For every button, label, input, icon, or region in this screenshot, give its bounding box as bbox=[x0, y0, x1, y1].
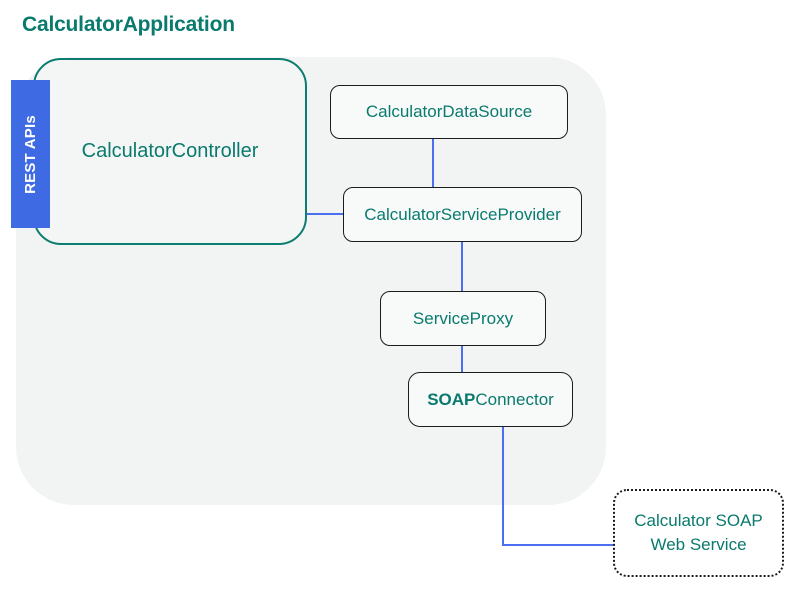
rest-apis-badge-label: REST APIs bbox=[22, 114, 40, 194]
node-soapconnector-label-rest: Connector bbox=[475, 389, 554, 409]
edge-serviceprovider-to-serviceproxy bbox=[461, 242, 463, 291]
node-calculator-serviceprovider-label: CalculatorServiceProvider bbox=[364, 204, 561, 224]
edge-serviceproxy-to-soapconnector bbox=[461, 346, 463, 372]
node-soapconnector: SOAPConnector bbox=[408, 372, 573, 427]
node-calculator-datasource-label: CalculatorDataSource bbox=[365, 102, 533, 121]
node-calculator-datasource: CalculatorDataSource bbox=[330, 85, 568, 139]
node-calculator-controller-label: CalculatorController bbox=[81, 140, 259, 162]
node-webservice-line1-regular: Calculator bbox=[634, 511, 711, 530]
node-soapconnector-label: SOAPConnector bbox=[427, 390, 554, 410]
node-webservice-line1-bold: SOAP bbox=[715, 511, 763, 530]
node-calculator-soap-webservice: Calculator SOAP Web Service bbox=[613, 489, 784, 577]
node-calculator-serviceprovider: CalculatorServiceProvider bbox=[343, 187, 582, 242]
node-webservice-line2: Web Service bbox=[650, 535, 747, 554]
node-webservice-line1: Calculator SOAP bbox=[634, 509, 763, 533]
edge-controller-to-serviceprovider bbox=[307, 213, 343, 215]
node-calculator-controller: CalculatorController bbox=[33, 58, 307, 245]
edge-soapconnector-to-webservice-vertical bbox=[502, 427, 504, 546]
edge-soapconnector-to-webservice-horizontal bbox=[502, 544, 613, 546]
node-serviceproxy: ServiceProxy bbox=[380, 291, 546, 346]
edge-datasource-to-serviceprovider bbox=[432, 139, 434, 187]
rest-apis-badge: REST APIs bbox=[11, 80, 50, 228]
node-serviceproxy-label: ServiceProxy bbox=[412, 308, 514, 328]
node-soapconnector-label-bold: SOAP bbox=[427, 389, 476, 409]
diagram-title: CalculatorApplication bbox=[22, 13, 235, 36]
